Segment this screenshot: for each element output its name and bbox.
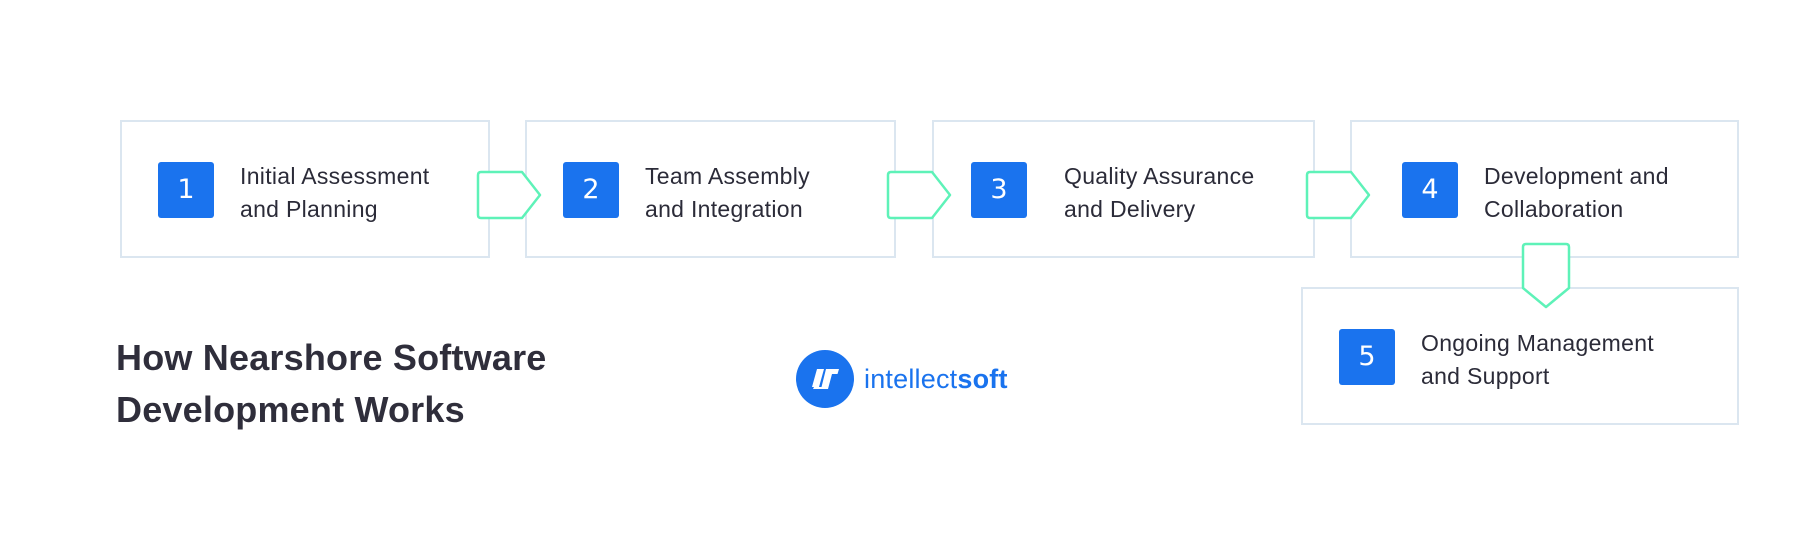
step-1-number-badge: 1 <box>158 162 214 218</box>
step-4-label-line2: Collaboration <box>1484 196 1624 222</box>
logo-text-light: intellect <box>864 363 958 394</box>
step-3-label: Quality Assurance and Delivery <box>1064 160 1254 226</box>
step-4-number-badge: 4 <box>1402 162 1458 218</box>
logo-text-bold: soft <box>957 363 1008 394</box>
step-4-label: Development and Collaboration <box>1484 160 1669 226</box>
step-1-label-line2: and Planning <box>240 196 378 222</box>
step-5-label-line2: and Support <box>1421 363 1550 389</box>
arrow-down-icon-4-to-5 <box>1521 242 1571 309</box>
step-1-card: 1 Initial Assessment and Planning <box>120 120 490 258</box>
step-5-label: Ongoing Management and Support <box>1421 327 1654 393</box>
step-3-number-badge: 3 <box>971 162 1027 218</box>
step-3-card: 3 Quality Assurance and Delivery <box>932 120 1315 258</box>
step-2-number-badge: 2 <box>563 162 619 218</box>
step-2-label-line1: Team Assembly <box>645 163 810 189</box>
diagram-title-line1: How Nearshore Software <box>116 337 547 378</box>
step-4-label-line1: Development and <box>1484 163 1669 189</box>
arrow-right-icon-2-to-3 <box>886 170 952 220</box>
step-2-card: 2 Team Assembly and Integration <box>525 120 896 258</box>
step-1-label: Initial Assessment and Planning <box>240 160 429 226</box>
step-3-label-line2: and Delivery <box>1064 196 1196 222</box>
diagram-title: How Nearshore Software Development Works <box>116 332 547 436</box>
step-5-number-badge: 5 <box>1339 329 1395 385</box>
step-3-label-line1: Quality Assurance <box>1064 163 1255 189</box>
intellectsoft-logo: intellectsoft <box>796 350 1008 408</box>
step-1-label-line1: Initial Assessment <box>240 163 430 189</box>
diagram-title-line2: Development Works <box>116 389 465 430</box>
arrow-right-icon-1-to-2 <box>476 170 542 220</box>
step-4-card: 4 Development and Collaboration <box>1350 120 1739 258</box>
arrow-right-icon-3-to-4 <box>1305 170 1371 220</box>
intellectsoft-logo-wordmark: intellectsoft <box>864 364 1008 395</box>
step-5-card: 5 Ongoing Management and Support <box>1301 287 1739 425</box>
step-2-label: Team Assembly and Integration <box>645 160 810 226</box>
step-2-label-line2: and Integration <box>645 196 803 222</box>
step-5-label-line1: Ongoing Management <box>1421 330 1654 356</box>
intellectsoft-logo-mark-icon <box>796 350 854 408</box>
